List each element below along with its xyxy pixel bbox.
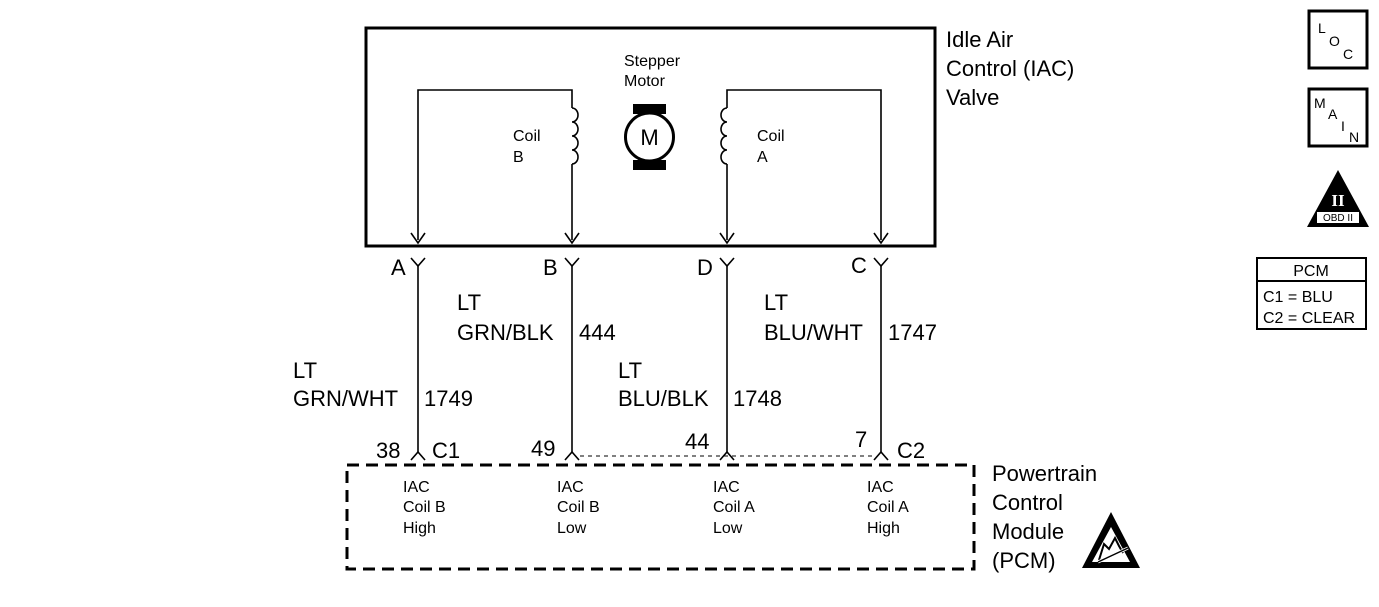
valve-pin-c: C [851,253,867,278]
loc-icon-letter-o: O [1329,33,1340,49]
wire-1747-color-line1: LT [764,290,788,315]
stepper-motor-icon: M [624,104,675,170]
pcm-pin-49-desc-line1: IAC [557,479,584,496]
pcm-pin-49-number: 49 [531,436,555,461]
iac-valve-title-line1: Idle Air [946,27,1013,52]
wire-1748-color-line1: LT [618,358,642,383]
arrow-pin-d-icon [719,232,735,245]
pcm-pin-7-connector: C2 [897,438,925,463]
pcm-pin-44-desc-line2: Coil A [713,499,755,516]
wire-1747-circuit: 1747 [888,320,937,345]
pcm-pin-49-desc-line2: Coil B [557,499,600,516]
arrow-pin-b-icon [564,232,580,245]
valve-pin-b: B [543,255,558,280]
loc-icon: L O C [1307,9,1369,70]
pcm-pin-38-connector: C1 [432,438,460,463]
pcm-pin-38-desc-line1: IAC [403,479,430,496]
arrow-pin-c-icon [873,232,889,245]
loc-icon-letter-l: L [1318,20,1326,36]
terminal-d-icon [719,257,735,268]
pcm-title-line3: Module [992,519,1064,544]
pcm-connector-legend: PCM C1 = BLU C2 = CLEAR [1256,257,1367,330]
pcm-pin-44-desc-line3: Low [713,520,743,537]
main-icon-letter-n: N [1349,129,1359,145]
wire-444-color-line1: LT [457,290,481,315]
coil-b-label-line2: B [513,149,524,166]
pcm-terminal-49-icon [564,450,580,461]
coil-b-circuit [410,89,580,245]
pcm-terminal-7-icon [873,450,889,461]
iac-valve-title-line2: Control (IAC) [946,56,1074,81]
wire-444-color-line2: GRN/BLK [457,320,554,345]
pcm-terminal-38-icon [410,450,426,461]
iac-valve-box [364,26,937,248]
pcm-title-line1: Powertrain [992,461,1097,486]
stepper-motor-label-line2: Motor [624,73,666,90]
wire-1749-circuit: 1749 [424,386,473,411]
pcm-box [345,463,976,571]
main-icon-letter-i: I [1341,118,1345,134]
iac-valve-title-line3: Valve [946,85,999,110]
esd-warning-icon [1082,512,1140,568]
terminal-b-icon [564,257,580,268]
pcm-legend-row-c2: C2 = CLEAR [1263,310,1355,327]
main-icon-letter-m: M [1314,95,1326,111]
wire-1748-circuit: 1748 [733,386,782,411]
main-icon-letter-a: A [1328,106,1338,122]
pcm-pin-49-desc-line3: Low [557,520,587,537]
terminal-a-icon [410,257,426,268]
loc-icon-letter-c: C [1343,46,1353,62]
pcm-legend-row-c1: C1 = BLU [1263,289,1333,306]
pcm-pin-7-desc-line1: IAC [867,479,894,496]
obd-ii-caption: OBD II [1323,213,1353,224]
pcm-pin-38-desc-line3: High [403,520,436,537]
pcm-pin-7-number: 7 [855,427,867,452]
valve-pin-a: A [391,255,406,280]
wire-1749-color-line1: LT [293,358,317,383]
pcm-pin-7-desc-line3: High [867,520,900,537]
pcm-title-line4: (PCM) [992,548,1056,573]
pcm-legend-title: PCM [1293,263,1329,280]
wire-444-circuit: 444 [579,320,616,345]
stepper-motor-label-line1: Stepper [624,53,681,70]
arrow-pin-a-icon [410,232,426,245]
terminal-c-icon [873,257,889,268]
coil-a-circuit [719,89,889,245]
wire-1747-color-line2: BLU/WHT [764,320,863,345]
coil-a-label-line1: Coil [757,128,785,145]
coil-a-winding-icon [720,107,728,165]
obd-ii-icon: II OBD II [1307,170,1369,227]
wire-1748-color-line2: BLU/BLK [618,386,709,411]
coil-b-winding-icon [571,107,579,165]
pcm-title-line2: Control [992,490,1063,515]
main-icon: M A I N [1307,87,1369,148]
valve-pin-d: D [697,255,713,280]
pcm-pin-44-desc-line1: IAC [713,479,740,496]
motor-symbol: M [640,125,658,150]
coil-a-label-line2: A [757,149,768,166]
pcm-pin-7-desc-line2: Coil A [867,499,909,516]
pcm-pin-38-number: 38 [376,438,400,463]
pcm-terminal-44-icon [719,450,735,461]
coil-b-label-line1: Coil [513,128,541,145]
obd-ii-numeral: II [1331,191,1345,210]
pcm-pin-44-number: 44 [685,429,709,454]
wire-1749-color-line2: GRN/WHT [293,386,398,411]
pcm-pin-38-desc-line2: Coil B [403,499,446,516]
